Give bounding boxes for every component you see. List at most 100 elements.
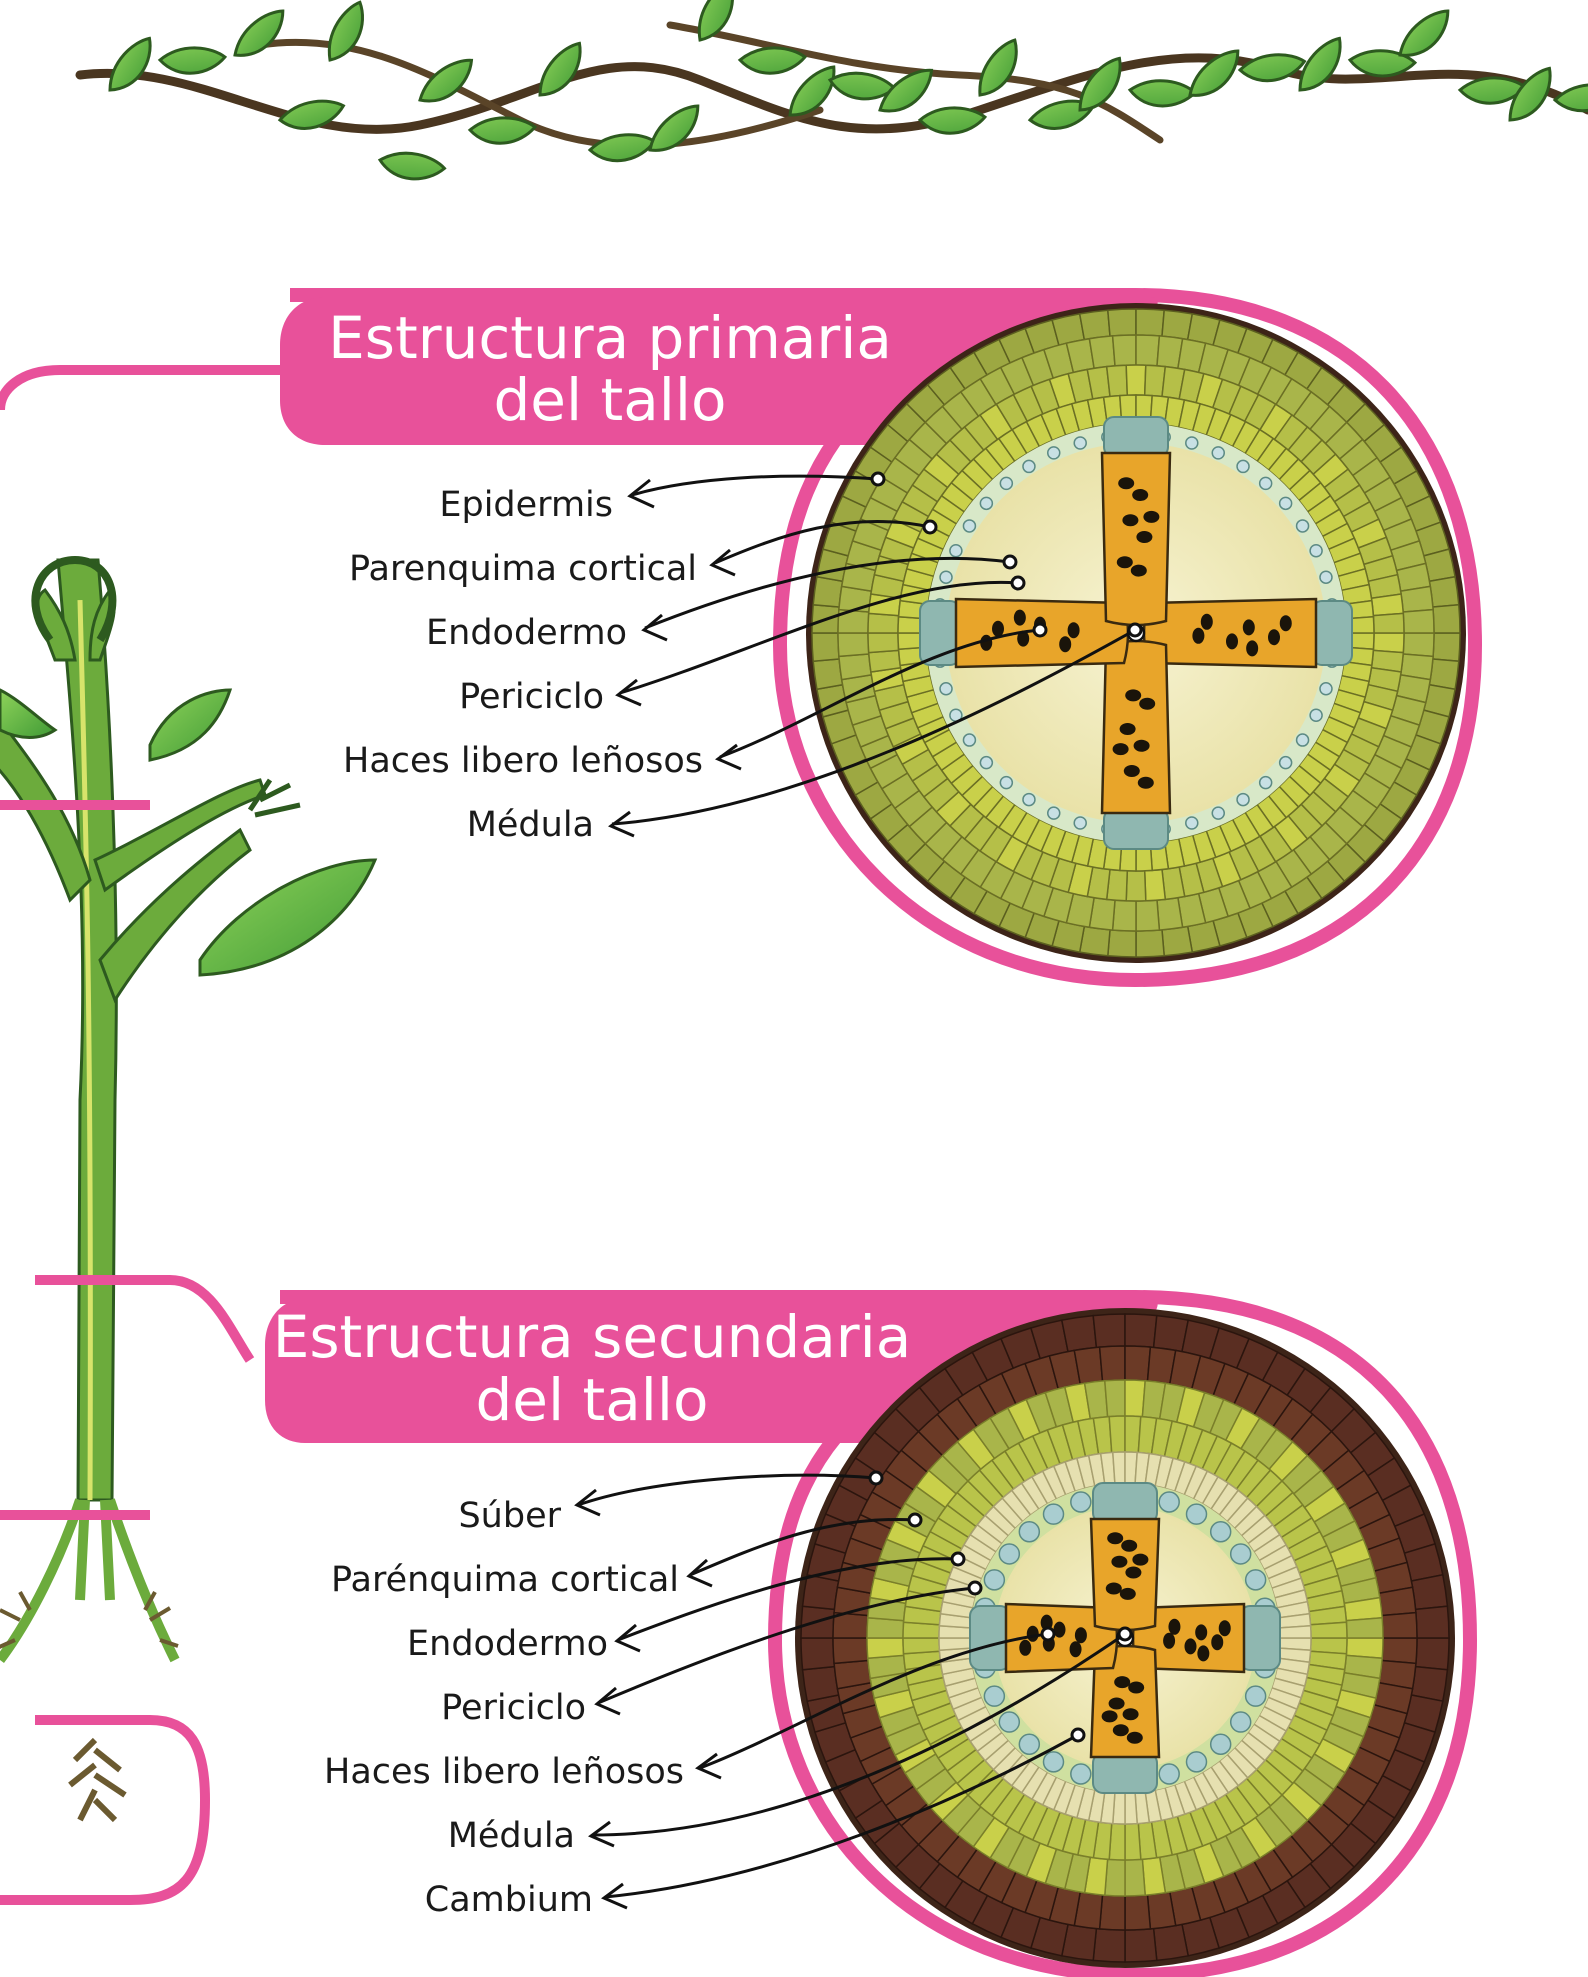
xylem-vessel — [1075, 1627, 1087, 1643]
cortex-ring-2 — [1125, 1824, 1141, 1861]
xylem-vessel — [1125, 1567, 1141, 1579]
primary-title-line1: Estructura primaria — [328, 304, 892, 372]
suber-inner-ring — [1125, 1895, 1150, 1930]
secondary-labels: Súber Parénquima cortical Endodermo Peri… — [324, 1496, 684, 1920]
pericycle-cell — [950, 545, 962, 557]
vine-leaf — [965, 39, 1032, 99]
secondary-label-haces-libero-lenosos: Haces libero leñosos — [324, 1752, 684, 1792]
primary-title-line2: del tallo — [493, 366, 726, 434]
cortex-ring — [1125, 1859, 1145, 1896]
suber-ring — [1062, 1316, 1097, 1352]
suber-inner-ring — [834, 1661, 871, 1689]
xylem-vessel — [1136, 531, 1152, 543]
pericycle-cell — [1246, 1570, 1266, 1590]
vine-leaf — [1128, 66, 1196, 120]
suber-inner-ring — [1382, 1638, 1417, 1663]
xylem-vessel — [1185, 1638, 1197, 1654]
xylem-vessel — [1114, 1676, 1130, 1688]
cortex-ring — [838, 633, 869, 656]
xylem-vessel — [1201, 614, 1213, 630]
secondary-label-cambium: Cambium — [425, 1880, 593, 1920]
epidermis-ring — [1136, 309, 1164, 336]
secondary-arrowheads — [577, 1490, 721, 1908]
xylem-vessel — [1246, 640, 1258, 656]
phloem-cap — [1093, 1483, 1157, 1523]
pericycle-cell — [1187, 1504, 1207, 1524]
cortex-ring-2 — [1126, 365, 1146, 395]
pericycle-cell — [1074, 817, 1086, 829]
xylem-vessel — [1120, 723, 1136, 735]
plant-leaf-large — [200, 860, 375, 975]
cortex-ring — [1136, 900, 1159, 931]
cortex-ring — [1403, 610, 1434, 633]
secondary-label-parenquima-cortical: Parénquima cortical — [331, 1560, 679, 1600]
cortex-ring-2 — [1373, 613, 1404, 633]
xylem-vessel — [1107, 1532, 1123, 1544]
suber-ring — [1416, 1606, 1449, 1638]
xylem-vessel — [1132, 489, 1148, 501]
cortex-ring — [1346, 1618, 1383, 1638]
suber-ring — [1093, 1929, 1125, 1962]
pericycle-cell — [1000, 777, 1012, 789]
pericycle-cell — [980, 497, 992, 509]
primary-label-medula: Médula — [467, 805, 594, 845]
suber-ring — [1154, 1924, 1189, 1960]
pericycle-cell — [1211, 1522, 1231, 1542]
phloem-cap — [1104, 417, 1168, 457]
xylem-vessel — [1027, 1626, 1039, 1642]
pericycle-cell — [1159, 1764, 1179, 1784]
plant-roots — [0, 1500, 175, 1660]
connector-primary — [0, 370, 290, 410]
cortex-ring — [1113, 900, 1136, 931]
pericycle-cell — [963, 520, 975, 532]
xylem — [1091, 1519, 1159, 1630]
pericycle-cell — [1019, 1734, 1039, 1754]
cortex-ring-2 — [1145, 870, 1166, 901]
xylem-vessel — [1102, 1710, 1118, 1722]
primary-structure-section: Estructura primaria del tallo Epidermis … — [280, 295, 1475, 980]
cortex-ring — [1157, 898, 1183, 930]
pericycle-cell — [1260, 777, 1272, 789]
suber-ring — [801, 1638, 834, 1670]
pericycle-cell — [999, 1544, 1019, 1564]
vine-leaves — [97, 0, 1588, 194]
pericycle-cell — [1320, 571, 1332, 583]
cortex-ring-2 — [868, 633, 899, 653]
cortex-ring — [1401, 586, 1433, 612]
phloem-cap — [1240, 1606, 1280, 1670]
pericycle-cell — [1310, 545, 1322, 557]
suber-inner-ring — [1379, 1587, 1416, 1615]
xylem-vessel — [1192, 628, 1204, 644]
vine-leaf — [1391, 9, 1458, 59]
pericycle-cell — [1297, 734, 1309, 746]
xylem-vessel — [1124, 765, 1140, 777]
xylem-vessel — [1109, 1698, 1125, 1710]
xylem-vessel — [1168, 1619, 1180, 1635]
pericycle-cell — [1000, 477, 1012, 489]
primary-label-haces-libero-lenosos: Haces libero leñosos — [343, 741, 703, 781]
xylem-vessel — [1138, 777, 1154, 789]
xylem-vessel — [1268, 629, 1280, 645]
cortex-ring-2 — [1107, 365, 1128, 396]
xylem-vessel — [1132, 1554, 1148, 1566]
suber-inner-ring — [1125, 1346, 1150, 1381]
pericycle-cell — [980, 757, 992, 769]
xylem-vessel — [1163, 1633, 1175, 1649]
suber-ring — [1411, 1575, 1447, 1610]
pericycle-cell — [1023, 460, 1035, 472]
pericycle-cell — [1159, 1492, 1179, 1512]
vascular-bundle — [1091, 1483, 1159, 1630]
xylem-vessel — [1117, 556, 1133, 568]
cortex-ring — [1403, 633, 1434, 656]
xylem-vessel — [1118, 477, 1134, 489]
vine-leaf — [226, 9, 293, 59]
epidermis-ring — [1136, 930, 1164, 957]
secondary-structure-section: Estructura secundaria del tallo Súber Pa… — [265, 1297, 1470, 1975]
pericycle-cell — [999, 1712, 1019, 1732]
primary-label-epidermis: Epidermis — [439, 485, 613, 525]
cortex-ring-2 — [1373, 633, 1404, 653]
suber-ring — [803, 1667, 839, 1702]
pericycle-cell — [963, 734, 975, 746]
cortex-ring — [1113, 335, 1136, 366]
